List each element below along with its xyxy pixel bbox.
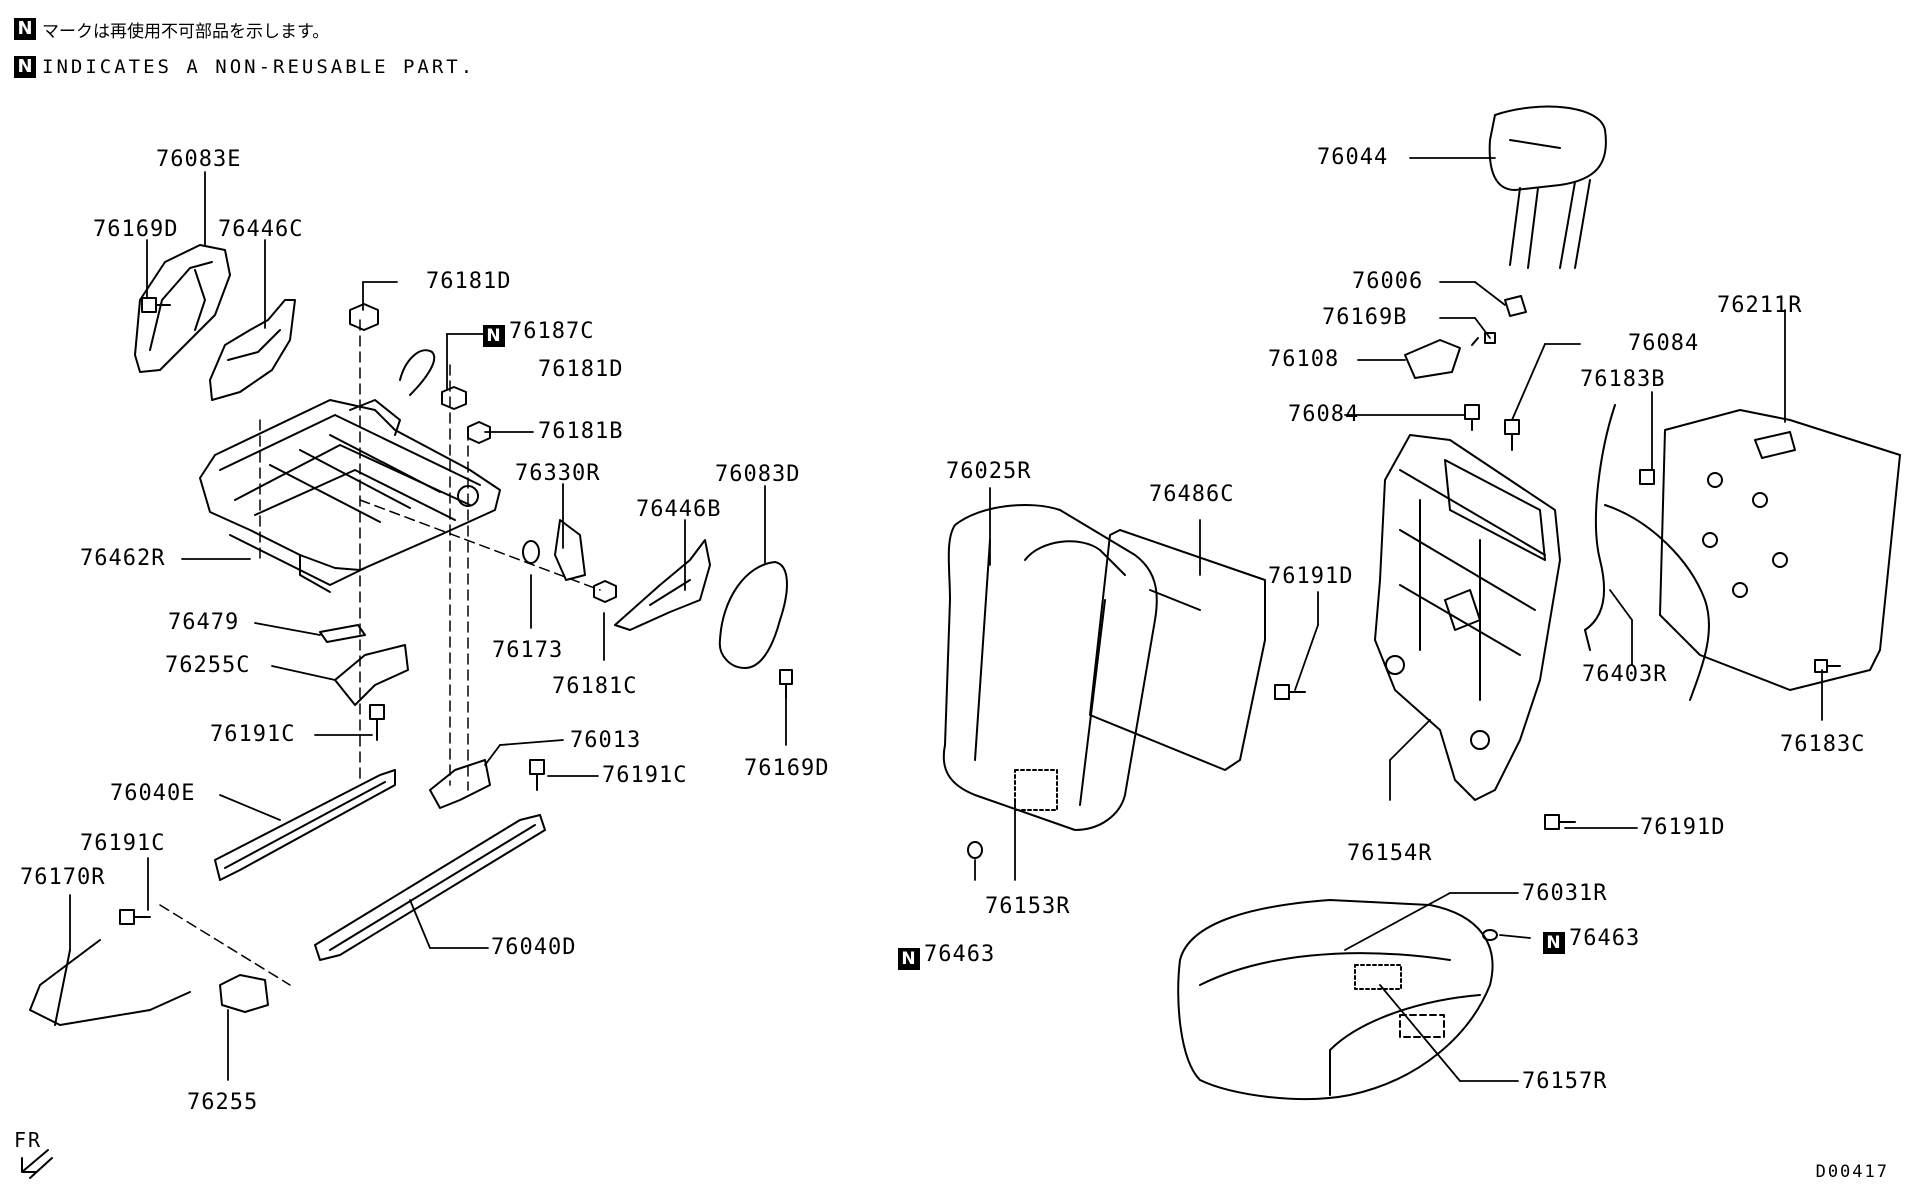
part-label[interactable]: 76191D: [1640, 815, 1726, 840]
part-label[interactable]: 76006: [1352, 269, 1424, 294]
part-label[interactable]: 76013: [570, 728, 642, 753]
part-label[interactable]: 76183B: [1580, 367, 1666, 392]
part-number: 76187C: [509, 319, 595, 344]
part-label[interactable]: 76154R: [1347, 841, 1433, 866]
legend-english-text: INDICATES A NON-REUSABLE PART.: [42, 56, 476, 78]
non-reusable-symbol: N: [14, 18, 36, 40]
part-label[interactable]: 76211R: [1717, 293, 1803, 318]
part-label[interactable]: 76173: [492, 638, 564, 663]
part-number: 76463: [924, 942, 996, 967]
part-label[interactable]: 76181D: [538, 357, 624, 382]
part-label[interactable]: 76157R: [1522, 1069, 1608, 1094]
legend-japanese: N マークは再使用不可部品を示します。: [14, 17, 330, 42]
part-label[interactable]: 76040D: [491, 935, 577, 960]
part-label[interactable]: 76083D: [715, 462, 801, 487]
part-label[interactable]: 76084: [1288, 402, 1360, 427]
legend-english: N INDICATES A NON-REUSABLE PART.: [14, 55, 475, 79]
front-direction-arrow-icon: [21, 1149, 53, 1179]
non-reusable-symbol: N: [1543, 932, 1565, 954]
part-label[interactable]: 76084: [1628, 331, 1700, 356]
diagram-code: D00417: [1815, 1162, 1889, 1182]
part-label[interactable]: 76330R: [515, 461, 601, 486]
part-label[interactable]: 76446C: [218, 217, 304, 242]
part-label[interactable]: 76255C: [165, 653, 251, 678]
part-label[interactable]: 76181B: [538, 419, 624, 444]
part-label[interactable]: 76153R: [985, 894, 1071, 919]
part-label[interactable]: 76191C: [210, 722, 296, 747]
non-reusable-symbol: N: [483, 325, 505, 347]
part-label[interactable]: 76181C: [552, 674, 638, 699]
part-label[interactable]: 76169D: [93, 217, 179, 242]
part-label[interactable]: 76083E: [156, 147, 242, 172]
front-direction-label: FR: [14, 1128, 43, 1152]
part-label[interactable]: 76191C: [80, 831, 166, 856]
part-label[interactable]: 76403R: [1582, 662, 1668, 687]
part-label[interactable]: 76170R: [20, 865, 106, 890]
part-label[interactable]: 76479: [168, 610, 240, 635]
part-number: 76463: [1569, 926, 1641, 951]
part-label[interactable]: 76486C: [1149, 482, 1235, 507]
part-label[interactable]: 76044: [1317, 145, 1389, 170]
leader-lines: [69, 157, 1823, 1082]
part-label[interactable]: 76191C: [602, 763, 688, 788]
part-label[interactable]: 76191D: [1268, 564, 1354, 589]
legend-japanese-text: マークは再使用不可部品を示します。: [42, 21, 330, 42]
non-reusable-symbol: N: [14, 56, 36, 78]
seatback-assembly: [942, 105, 1901, 1100]
part-label[interactable]: 76025R: [946, 459, 1032, 484]
part-label[interactable]: 76108: [1268, 347, 1340, 372]
part-label[interactable]: 76446B: [636, 497, 722, 522]
cushion-frame-assembly: [29, 244, 793, 1026]
part-label[interactable]: 76462R: [80, 546, 166, 571]
part-label[interactable]: 76031R: [1522, 881, 1608, 906]
part-label[interactable]: 76255: [187, 1090, 259, 1115]
non-reusable-symbol: N: [898, 948, 920, 970]
part-label[interactable]: 76183C: [1780, 732, 1866, 757]
part-label[interactable]: 76169D: [744, 756, 830, 781]
part-label[interactable]: 76040E: [110, 781, 196, 806]
part-label[interactable]: 76181D: [426, 269, 512, 294]
part-label[interactable]: 76169B: [1322, 305, 1408, 330]
